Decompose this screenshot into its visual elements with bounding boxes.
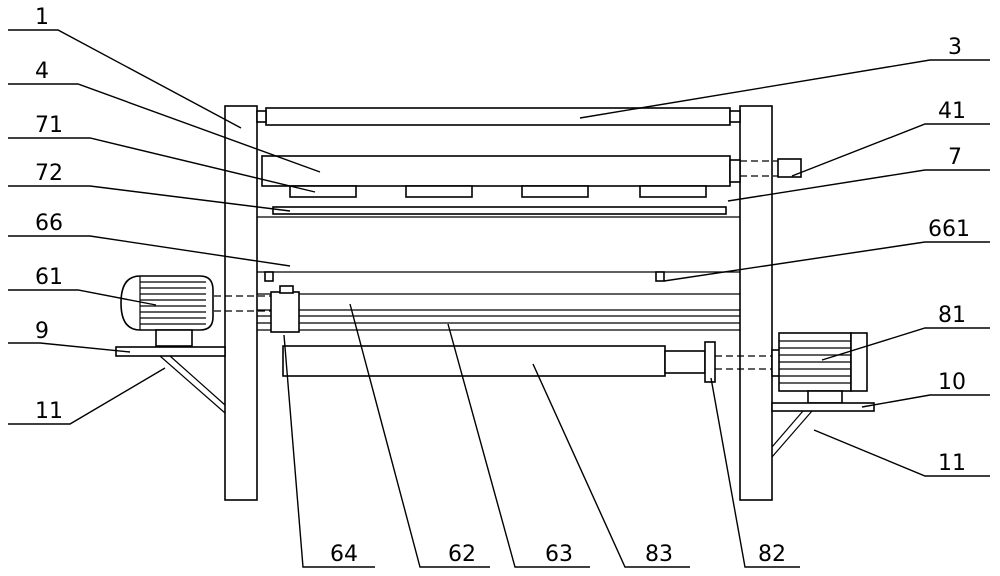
label-4: 4 [35, 59, 49, 84]
left-brace-2 [169, 355, 226, 406]
label-64: 64 [330, 542, 358, 567]
label-72: 72 [35, 161, 63, 186]
right-motor-fins [779, 340, 851, 384]
sensor-left [264, 271, 274, 282]
label-81: 81 [938, 303, 966, 328]
label-66: 66 [35, 211, 63, 236]
leader-7 [727, 169, 990, 202]
sensor-right-661 [655, 271, 665, 282]
leader-63 [447, 323, 590, 568]
leader-9 [8, 342, 131, 353]
label-10: 10 [938, 370, 966, 395]
right-shelf [771, 402, 875, 412]
leader-1 [8, 29, 242, 129]
top-roller-axle-left [256, 110, 267, 123]
left-motor-body [120, 275, 214, 331]
leader-66 [8, 235, 291, 267]
right-brace-1 [771, 410, 813, 458]
plate-72 [272, 206, 727, 215]
upper-roller [261, 155, 731, 187]
leader-61 [8, 289, 157, 306]
label-63: 63 [545, 542, 573, 567]
drive-block-41 [777, 158, 802, 178]
slider-block-cap [279, 285, 294, 294]
lower-cylinder [282, 345, 666, 377]
pad-1 [289, 185, 357, 198]
label-11-right: 11 [938, 451, 966, 476]
left-shelf [115, 346, 226, 357]
label-11-left: 11 [35, 399, 63, 424]
pad-3 [521, 185, 589, 198]
label-3: 3 [948, 35, 962, 60]
leader-41 [791, 123, 990, 177]
leader-64 [283, 334, 375, 568]
leader-661 [663, 241, 990, 282]
leader-82 [710, 377, 800, 568]
pad-2 [405, 185, 473, 198]
right-brace-2 [771, 410, 804, 448]
leader-10 [861, 394, 990, 408]
left-motor-fins [139, 276, 206, 330]
right-motor-base [807, 390, 843, 404]
label-7: 7 [948, 145, 962, 170]
upper-roller-axle-right [729, 159, 741, 183]
label-1: 1 [35, 5, 49, 30]
cylinder-rod [664, 350, 706, 374]
label-41: 41 [938, 99, 966, 124]
leader-3 [579, 59, 990, 119]
left-motor-base [155, 329, 193, 347]
label-82: 82 [758, 542, 786, 567]
leader-72 [8, 185, 291, 212]
label-83: 83 [645, 542, 673, 567]
leader-4 [8, 83, 321, 173]
label-62: 62 [448, 542, 476, 567]
label-71: 71 [35, 113, 63, 138]
top-roller [265, 107, 731, 126]
label-661: 661 [928, 217, 970, 242]
right-frame-column [739, 105, 773, 501]
right-motor-endcap [850, 332, 868, 392]
leader-83 [532, 363, 690, 568]
leader-62 [349, 303, 490, 568]
label-9: 9 [35, 319, 49, 344]
leader-71 [8, 137, 316, 193]
top-roller-axle-right [729, 110, 741, 123]
leader-11-left [8, 367, 166, 425]
pad-4 [639, 185, 707, 198]
leader-81 [821, 327, 990, 361]
left-brace-1 [159, 355, 226, 414]
left-frame-column [224, 105, 258, 501]
label-61: 61 [35, 265, 63, 290]
slider-block [270, 291, 300, 333]
leader-11-right [813, 429, 990, 477]
cylinder-end-block [704, 341, 716, 383]
